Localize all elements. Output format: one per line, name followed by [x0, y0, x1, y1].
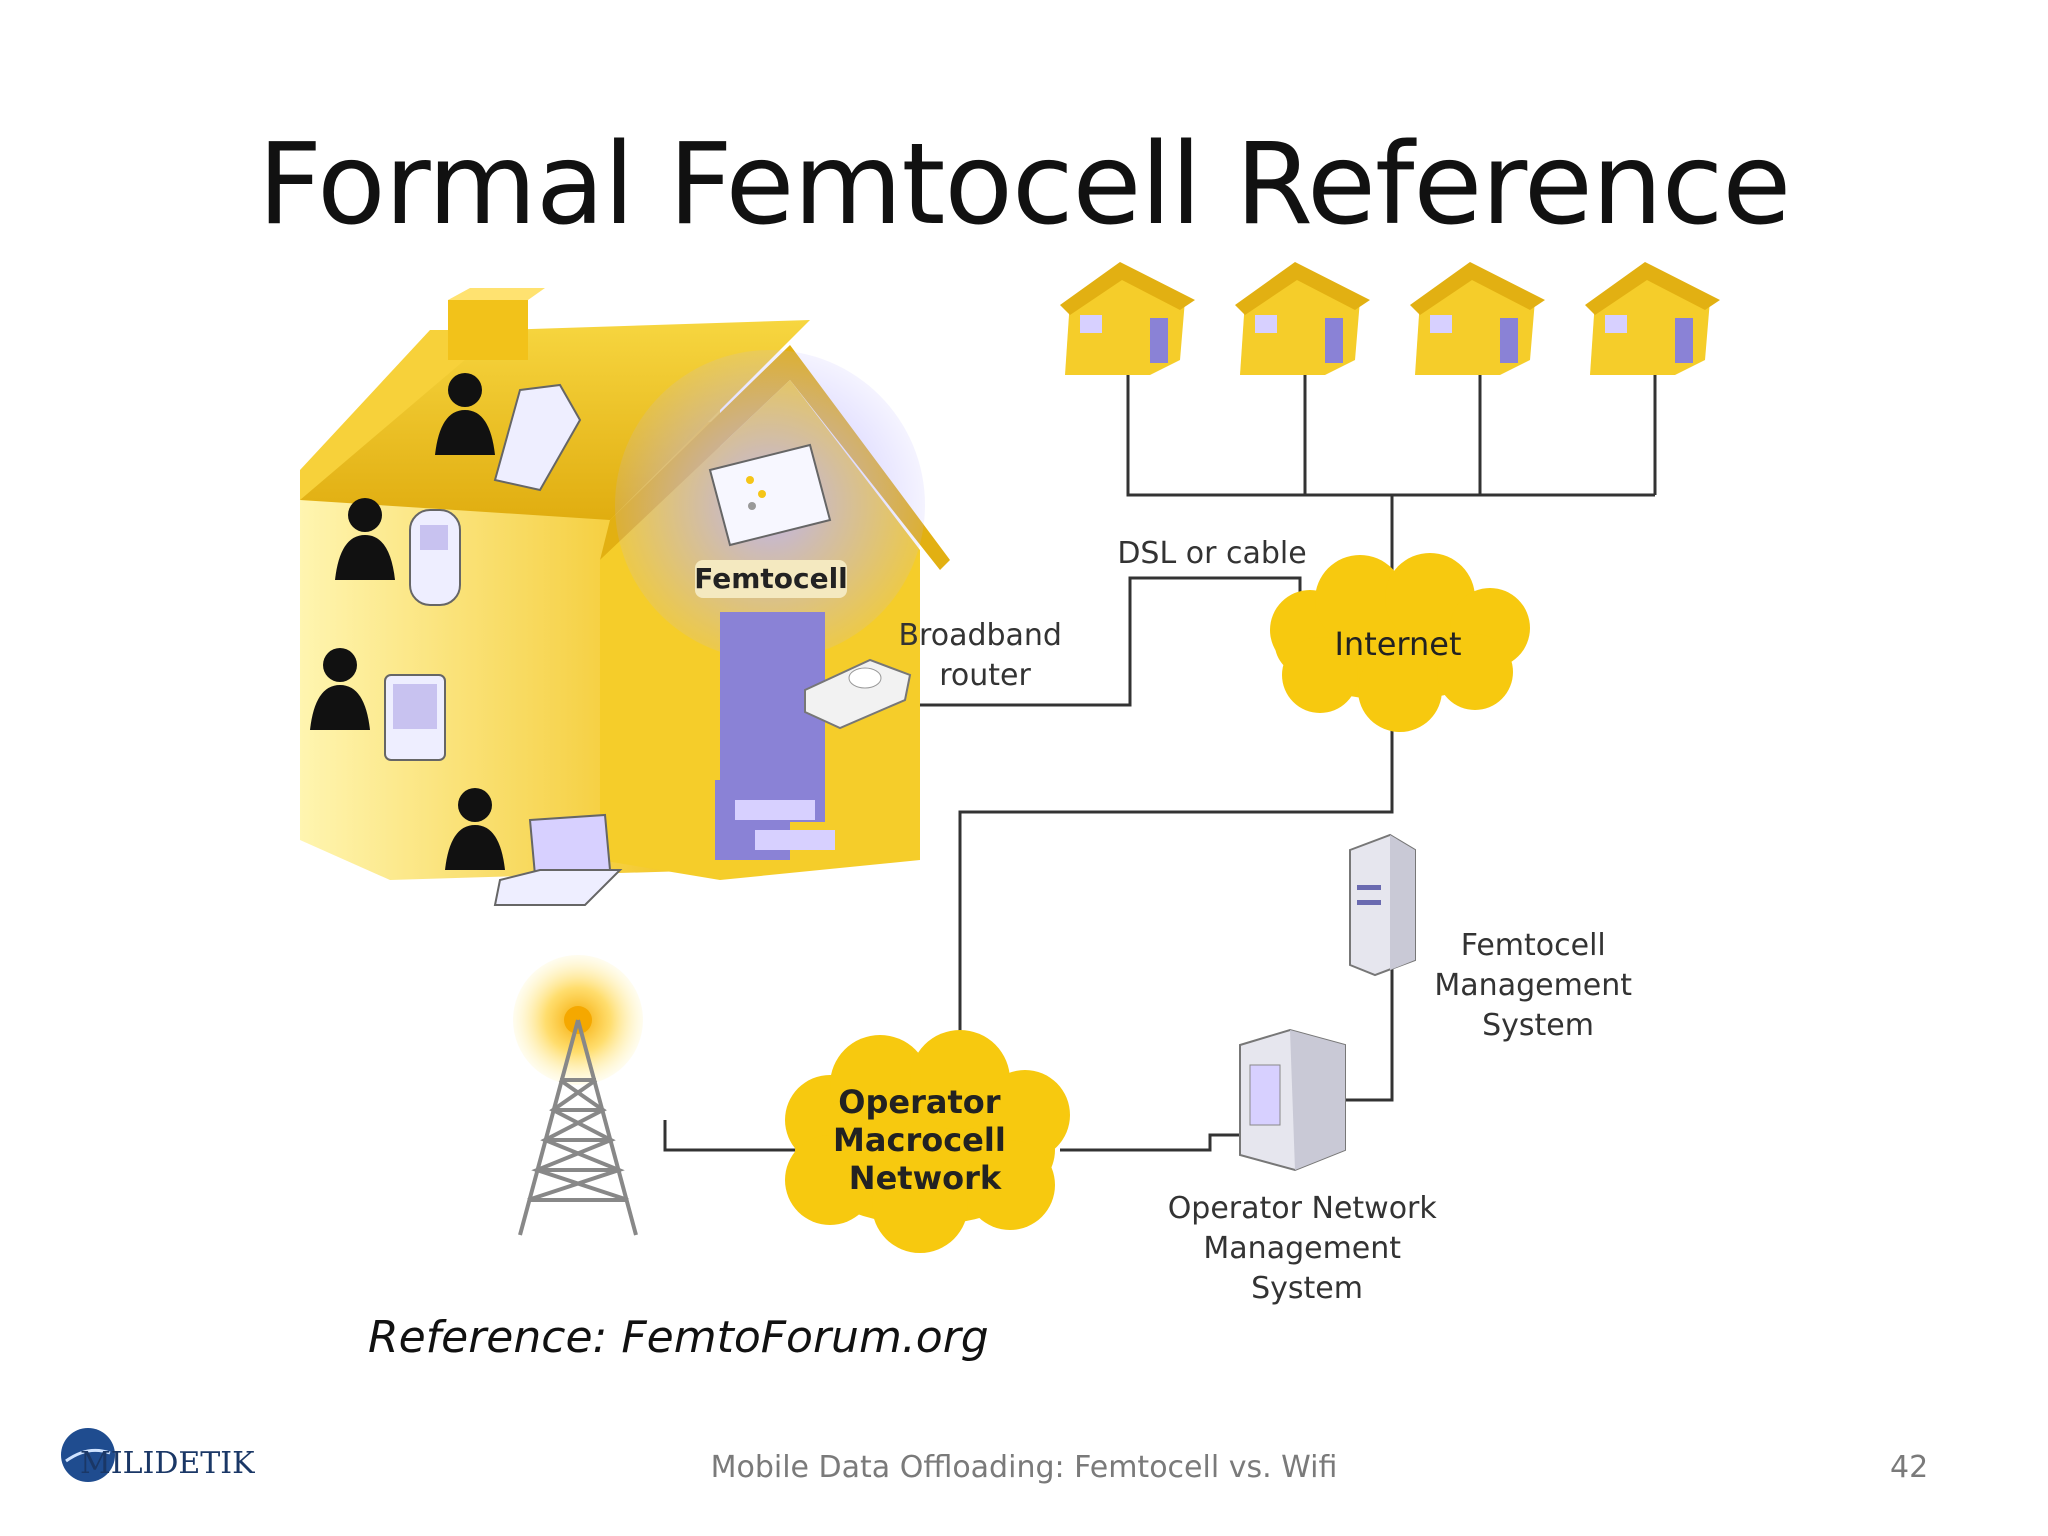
operator-label-line3: Network	[849, 1159, 1002, 1197]
person-icon-3	[310, 648, 370, 730]
internet-cloud	[1270, 553, 1530, 732]
laptop-icon	[493, 813, 623, 906]
slide-title: Formal Femtocell Reference	[257, 120, 1792, 250]
reference-text: Reference: FemtoForum.org	[368, 1312, 989, 1363]
nms-line3: System	[1251, 1271, 1363, 1306]
svg-text:Femtocell Management S: Femtocell Management System	[1434, 928, 1641, 1043]
person-icon-4	[445, 788, 505, 870]
nms-line1: Operator Network	[1168, 1191, 1438, 1226]
router-icon	[804, 658, 912, 730]
small-house-3	[1410, 262, 1545, 375]
logo-globe-icon	[61, 1428, 115, 1482]
operator-label-line1: Operator	[838, 1083, 1000, 1121]
cell-tower-icon	[513, 955, 643, 1236]
main-house: Femtocell	[300, 288, 950, 880]
logo-text: MILIDETIK	[80, 1446, 255, 1481]
svg-text:Broadband router: Broadband router	[898, 618, 1071, 693]
person-icon-2	[335, 498, 395, 580]
operator-label-line2: Macrocell	[833, 1121, 1006, 1159]
operator-macrocell-cloud	[785, 1030, 1070, 1253]
femtocell-mgmt-line1: Femtocell	[1461, 928, 1606, 963]
connection-lines	[663, 368, 1657, 1152]
femtocell-mgmt-line2: Management	[1434, 968, 1632, 1003]
cordless-phone-icon	[409, 509, 461, 606]
pda-icon	[384, 674, 446, 761]
network-management-server-icon	[1239, 1028, 1346, 1172]
svg-text:Operator Macrocell Net: Operator Macrocell Network	[833, 1083, 1017, 1197]
femtocell-mgmt-line3: System	[1482, 1008, 1594, 1043]
person-icon-1	[435, 373, 495, 455]
footer-text: Mobile Data Offloading: Femtocell vs. Wi…	[710, 1450, 1338, 1485]
small-house-2	[1235, 262, 1370, 375]
svg-text:Operator Network Managemen: Operator Network Management System	[1168, 1191, 1447, 1306]
broadband-label-line1: Broadband	[898, 618, 1062, 653]
broadband-label-line2: router	[939, 658, 1031, 693]
small-house-4	[1585, 262, 1720, 375]
small-house-1	[1060, 262, 1195, 375]
femtocell-management-server-icon	[1349, 833, 1416, 977]
internet-label: Internet	[1334, 625, 1461, 663]
dsl-label: DSL or cable	[1117, 536, 1306, 571]
femtocell-device-icon	[708, 443, 832, 547]
nms-line2: Management	[1203, 1231, 1401, 1266]
femtocell-label: Femtocell	[694, 562, 848, 595]
flip-phone-icon	[493, 383, 582, 492]
stairs-icon	[715, 780, 835, 860]
page-number: 42	[1890, 1450, 1929, 1485]
